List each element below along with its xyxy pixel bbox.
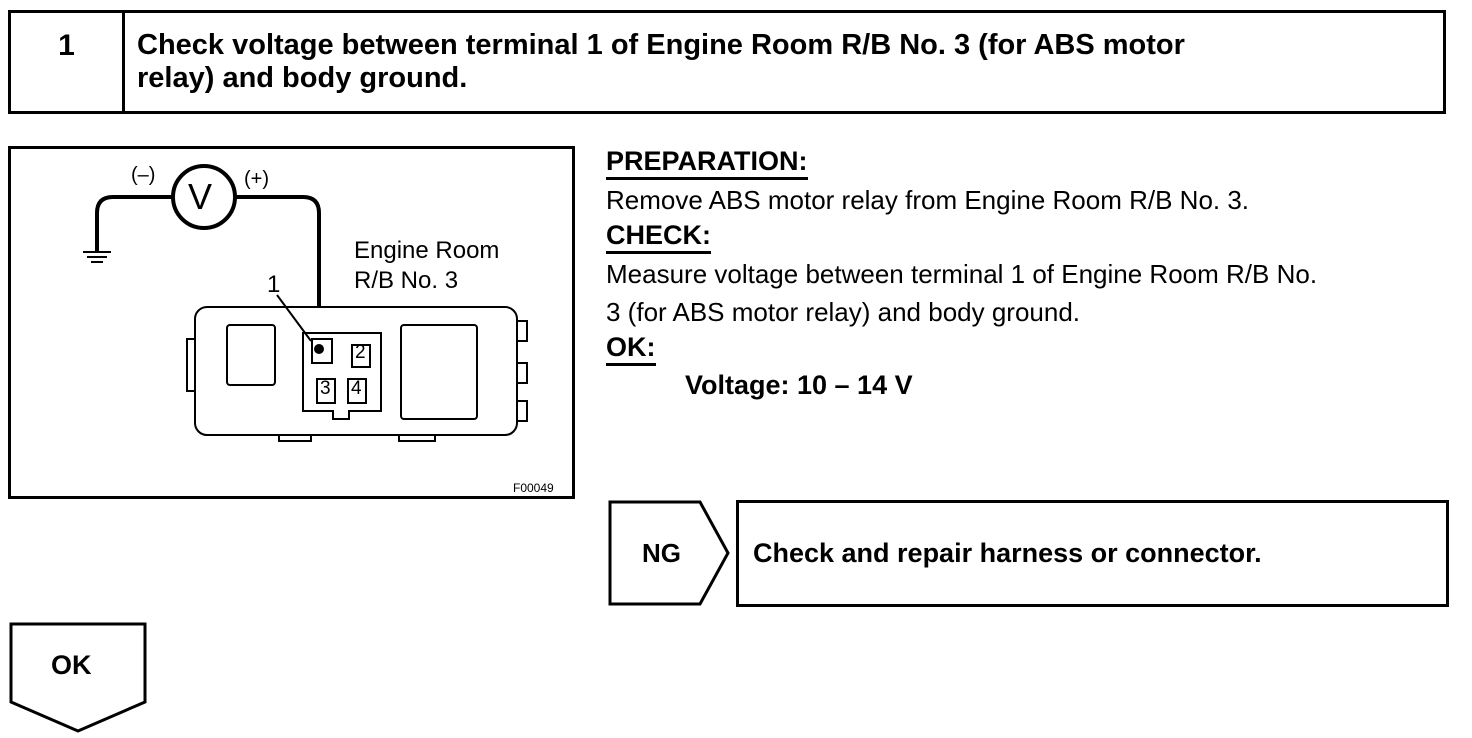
abs-relay-socket — [302, 332, 382, 420]
terminal-4 — [347, 378, 367, 404]
check-text-line2: 3 (for ABS motor relay) and body ground. — [606, 297, 1081, 327]
ground-symbol-icon — [83, 251, 111, 263]
step-title-line2: relay) and body ground. — [137, 62, 468, 94]
relay-block-left-tab — [186, 338, 196, 392]
ok-heading: OK: — [606, 332, 656, 366]
ng-action-box: Check and repair harness or connector. — [736, 500, 1449, 607]
relay-block-right-tab — [516, 400, 528, 422]
positive-wire — [235, 195, 321, 349]
ok-label: OK — [51, 650, 92, 680]
relay-block-right-tab — [516, 320, 528, 342]
ok-arrow-shape — [9, 622, 147, 733]
wiring-figure: (–) (+) V Engine Room R/B No. 3 1 2 3 4 … — [8, 146, 575, 499]
terminal-1-label: 1 — [267, 271, 281, 298]
pin-2-label: 2 — [355, 342, 366, 363]
component-label-line1: Engine Room — [354, 237, 500, 264]
figure-code: F00049 — [513, 481, 554, 495]
relay-block-bottom-tab — [398, 434, 436, 442]
component-label-line2: R/B No. 3 — [354, 267, 459, 294]
terminal-1-leader — [276, 294, 312, 342]
voltage-spec: Voltage: 10 – 14 V — [685, 370, 913, 400]
check-heading: CHECK: — [606, 220, 711, 254]
negative-label: (–) — [131, 164, 156, 186]
step-header: 1 Check voltage between terminal 1 of En… — [8, 10, 1446, 114]
ng-label: NG — [642, 538, 681, 568]
check-text-line1: Measure voltage between terminal 1 of En… — [606, 259, 1318, 289]
relay-block-bottom-tab — [278, 434, 312, 442]
preparation-heading: PREPARATION: — [606, 146, 808, 180]
instructions: PREPARATION: Remove ABS motor relay from… — [606, 146, 1466, 401]
preparation-text: Remove ABS motor relay from Engine Room … — [606, 185, 1250, 215]
pin-4-label: 4 — [351, 378, 362, 399]
wiring-diagram — [83, 164, 528, 442]
terminal-2 — [351, 344, 371, 368]
step-number: 1 — [11, 13, 125, 111]
relay-socket-left — [226, 324, 276, 386]
ok-branch-tag: OK — [9, 622, 147, 734]
ng-branch-tag: NG — [608, 500, 732, 606]
voltmeter-label: V — [188, 176, 213, 217]
pin-3-label: 3 — [320, 378, 331, 399]
ground-wire — [95, 195, 173, 251]
relay-block-right-tab — [516, 362, 528, 384]
probe-tip — [314, 344, 324, 354]
step-title: Check voltage between terminal 1 of Engi… — [125, 13, 1443, 111]
terminal-3 — [316, 378, 336, 404]
positive-label: (+) — [244, 168, 269, 190]
ng-arrow-shape — [608, 500, 730, 606]
terminal-1 — [311, 338, 333, 364]
step-title-line1: Check voltage between terminal 1 of Engi… — [137, 29, 1185, 61]
relay-socket-right — [400, 324, 478, 420]
